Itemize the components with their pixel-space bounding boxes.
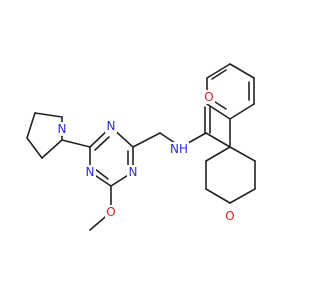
bond [94,168,109,180]
atom-label: N [129,165,138,179]
atom-label: O [204,90,213,104]
molecule-structure: N N N N O NH O O [26,63,256,231]
bond [205,132,231,148]
bond [26,112,36,139]
atom-label-background [203,90,215,104]
atom-label-background [105,205,117,219]
bond [229,103,255,120]
atom-label: N [58,122,67,136]
bond [26,137,43,159]
atom-label: O [106,205,115,219]
atom-label: N [107,119,116,133]
bond-layer [26,63,256,231]
bond [94,136,110,151]
atom-label-background [56,122,68,136]
atom-label-background [84,165,96,179]
atom-label: O [225,209,234,223]
bond [41,139,63,159]
bond [229,188,256,204]
bond [205,188,231,204]
bond [34,112,63,118]
atom-label-background [105,119,117,133]
bond [206,103,231,120]
atom-label: NH [170,142,188,156]
bond [132,132,161,148]
bond [205,146,231,162]
atom-label-background [169,142,189,156]
bond [211,69,227,80]
bond [61,139,91,148]
bond [206,63,231,79]
bond [229,146,256,162]
atom-label-background [224,209,236,223]
bond [229,63,255,79]
atom-label-background [127,165,139,179]
atom-layer: N N N N O NH O O [56,90,236,223]
atom-label: N [86,165,95,179]
